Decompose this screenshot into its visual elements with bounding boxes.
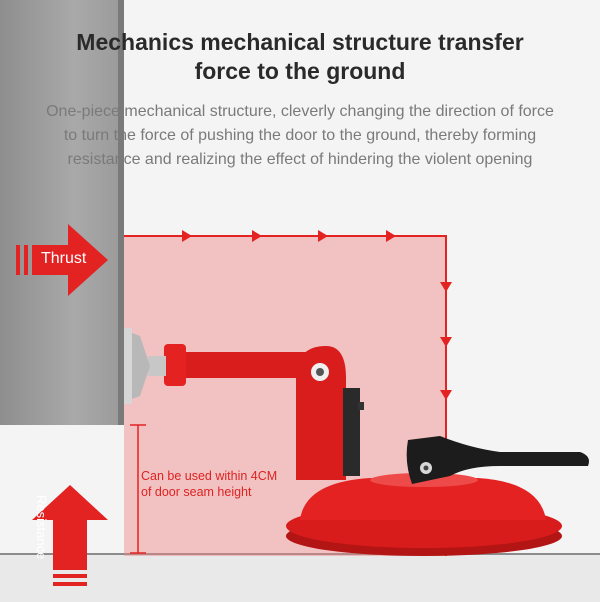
arrow-right-1	[182, 230, 192, 242]
note-line-1: Can be used within 4CM	[141, 469, 278, 483]
suction-base	[286, 473, 562, 556]
description: One-piece mechanical structure, cleverly…	[0, 100, 600, 172]
door-edge	[118, 0, 124, 425]
device-body	[296, 346, 364, 480]
resistance-arrow	[32, 485, 108, 586]
arrow-right-2	[252, 230, 262, 242]
arrow-down-3	[440, 390, 452, 400]
title-line-1: Mechanics mechanical structure transfer	[76, 29, 524, 55]
description-line-3: resistance and realizing the effect of h…	[67, 151, 533, 168]
title-line-2: force to the ground	[194, 58, 406, 84]
thrust-label: Thrust	[41, 250, 87, 267]
floor	[0, 553, 600, 602]
seam-dimension	[130, 424, 146, 554]
seam-height-note: Can be used within 4CM of door seam heig…	[141, 468, 277, 500]
lever-handle	[406, 436, 589, 484]
description-line-2: to turn the force of pushing the door to…	[63, 127, 537, 144]
note-line-2: of door seam height	[141, 485, 252, 499]
arrow-down-1	[440, 282, 452, 292]
thrust-arrow	[16, 224, 108, 296]
arrow-right-3	[318, 230, 328, 242]
arrow-down-2	[440, 337, 452, 347]
device-arm	[124, 328, 329, 404]
force-path-arrows	[182, 230, 452, 400]
resistance-label: Resistance	[34, 495, 49, 560]
arrow-right-4	[386, 230, 396, 242]
door-panel	[0, 0, 124, 425]
page-title: Mechanics mechanical structure transfer …	[0, 28, 600, 86]
description-line-1: One-piece mechanical structure, cleverly…	[46, 103, 554, 120]
